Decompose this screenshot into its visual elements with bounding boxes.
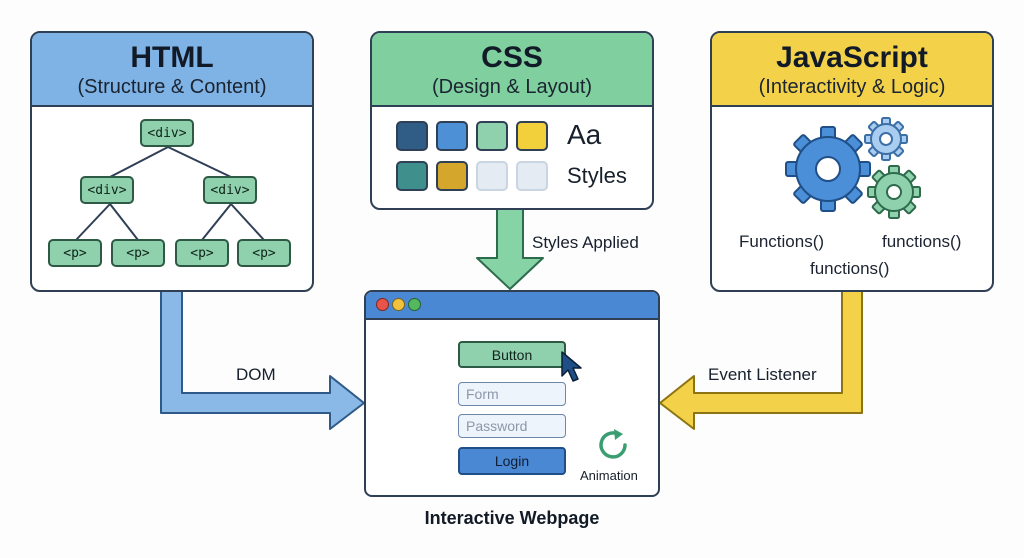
- styles-applied-label: Styles Applied: [532, 233, 639, 252]
- css-title: CSS: [481, 41, 543, 74]
- function-label-1: Functions(): [739, 232, 825, 251]
- css-subtitle: (Design & Layout): [431, 76, 593, 98]
- webpage-caption: Interactive Webpage: [424, 508, 600, 528]
- demo-button[interactable]: Button: [458, 341, 566, 368]
- css-card: CSS (Design & Layout) Aa Styles: [370, 31, 654, 210]
- event-listener-arrow: [659, 289, 863, 430]
- swatch-teal: [396, 161, 428, 191]
- webpage-window: Button Form Password Login Animation: [364, 290, 660, 497]
- swatch-light-1: [476, 161, 508, 191]
- gears-icon: [785, 117, 921, 219]
- dom-label: DOM: [236, 365, 276, 384]
- swatch-light-2: [516, 161, 548, 191]
- js-card-header: JavaScript (Interactivity & Logic): [712, 33, 992, 107]
- tree-node-p-4: <p>: [237, 239, 291, 267]
- window-maximize-dot[interactable]: [408, 298, 421, 311]
- swatch-blue: [436, 121, 468, 151]
- swatch-dark-blue: [396, 121, 428, 151]
- styles-label: Styles: [567, 163, 627, 188]
- css-card-header: CSS (Design & Layout): [372, 33, 652, 107]
- html-card: HTML (Structure & Content) <div> <div> <…: [30, 31, 314, 292]
- js-title: JavaScript: [776, 41, 928, 74]
- dom-arrow: [160, 289, 365, 430]
- form-input[interactable]: Form: [458, 382, 566, 406]
- swatch-green: [476, 121, 508, 151]
- cursor-icon: [561, 351, 582, 382]
- dom-tree-edges: [75, 146, 265, 241]
- browser-title-bar: [366, 292, 658, 320]
- animation-label: Animation: [580, 468, 638, 483]
- function-label-3: functions(): [810, 259, 890, 278]
- html-title: HTML: [130, 41, 214, 74]
- html-card-header: HTML (Structure & Content): [32, 33, 312, 107]
- event-listener-label: Event Listener: [708, 365, 817, 384]
- tree-node-div-left: <div>: [80, 176, 134, 204]
- tree-node-p-2: <p>: [111, 239, 165, 267]
- window-close-dot[interactable]: [376, 298, 389, 311]
- tree-node-p-1: <p>: [48, 239, 102, 267]
- font-sample-aa: Aa: [567, 119, 602, 150]
- tree-node-root: <div>: [140, 119, 194, 147]
- swatch-mustard: [436, 161, 468, 191]
- tree-node-div-right: <div>: [203, 176, 257, 204]
- js-card: JavaScript (Interactivity & Logic): [710, 31, 994, 292]
- password-input[interactable]: Password: [458, 414, 566, 438]
- login-button[interactable]: Login: [458, 447, 566, 475]
- refresh-icon: [599, 429, 627, 459]
- styles-applied-arrow: [476, 207, 544, 290]
- html-subtitle: (Structure & Content): [77, 76, 267, 98]
- js-subtitle: (Interactivity & Logic): [758, 76, 946, 98]
- function-label-2: functions(): [882, 232, 962, 251]
- swatch-yellow: [516, 121, 548, 151]
- window-minimize-dot[interactable]: [392, 298, 405, 311]
- tree-node-p-3: <p>: [175, 239, 229, 267]
